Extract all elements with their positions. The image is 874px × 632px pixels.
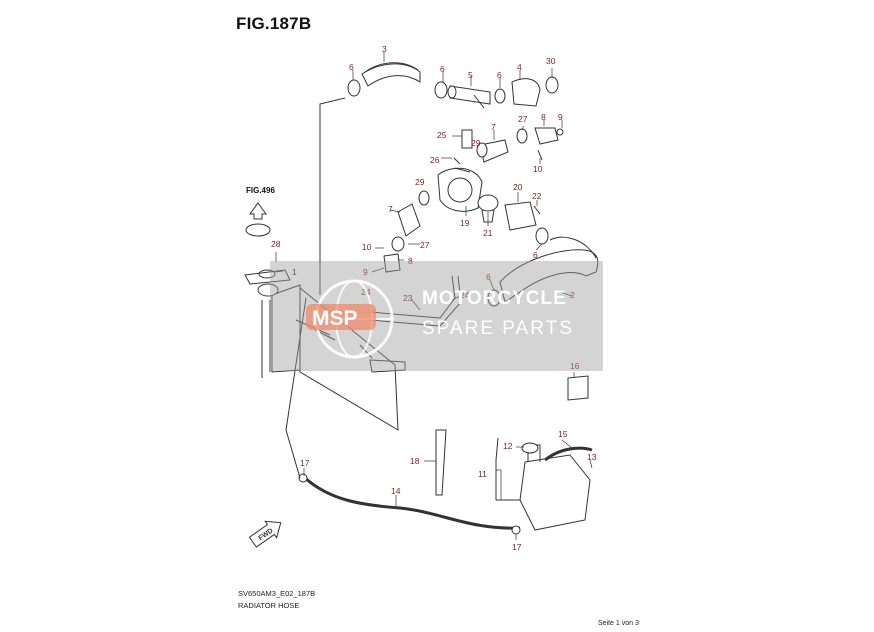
watermark-line-2: SPARE PARTS [422, 318, 574, 339]
clamp-17-left [298, 473, 308, 483]
callout-22: 22 [532, 191, 542, 201]
clamp-29-lower [418, 190, 430, 206]
fitting-8-lower [383, 253, 401, 273]
figure-title: FIG.187B [236, 14, 312, 33]
clamp-27-top [516, 128, 528, 144]
pad-16 [567, 375, 589, 401]
callout-6-4: 6 [533, 250, 538, 260]
bolt-26 [453, 157, 461, 165]
callout-29-1: 29 [471, 138, 481, 148]
callout-27-1: 27 [518, 114, 528, 124]
callout-14: 14 [391, 486, 401, 496]
callout-25: 25 [437, 130, 447, 140]
page-number: Seite 1 von 3 [598, 620, 639, 627]
bolt-22 [533, 205, 541, 215]
callout-5: 5 [468, 70, 473, 80]
callout-6-2: 6 [440, 64, 445, 74]
callout-4: 4 [517, 62, 522, 72]
callout-1: 1 [292, 267, 297, 277]
callout-28: 28 [271, 239, 281, 249]
callout-7-1: 7 [491, 122, 496, 132]
callout-21: 21 [483, 228, 493, 238]
callout-9-1: 9 [558, 112, 563, 122]
up-arrow-icon [245, 202, 271, 237]
callout-23: 23 [403, 293, 413, 303]
callout-7-2: 7 [388, 204, 393, 214]
leader-lines [275, 52, 593, 540]
fwd-arrow-icon: FWD [248, 520, 282, 548]
callout-27-2: 27 [420, 240, 430, 250]
clamp-29-upper [476, 142, 488, 158]
callout-13: 13 [587, 452, 597, 462]
callout-20: 20 [513, 182, 523, 192]
thermostat-21 [477, 194, 499, 223]
callout-11: 11 [478, 469, 487, 479]
callout-8-1: 8 [541, 112, 546, 122]
clamp-17-right [511, 525, 521, 535]
watermark-logo: MSP [306, 279, 394, 359]
callout-24-2: 24 [460, 290, 470, 300]
callout-6-5: 6 [486, 272, 491, 282]
callout-30: 30 [546, 56, 556, 66]
hose-14 [304, 476, 521, 530]
callout-17-2: 17 [512, 542, 522, 552]
callout-17-1: 17 [300, 458, 310, 468]
callout-12: 12 [503, 441, 513, 451]
cap-12 [521, 442, 539, 454]
bolt-10-top [537, 149, 543, 161]
callout-3: 3 [382, 44, 387, 54]
callout-6-3: 6 [497, 70, 502, 80]
fitting-8 [534, 127, 559, 145]
callout-8-2: 8 [408, 256, 413, 266]
sensor-25 [461, 129, 473, 149]
hose-3 [361, 62, 421, 87]
callout-19: 19 [460, 218, 470, 228]
seal-9 [556, 128, 564, 136]
clamps-6 [347, 79, 549, 307]
callout-16: 16 [570, 361, 580, 371]
routing-lines [285, 97, 520, 501]
watermark-line-1: MOTORCYCLE [422, 288, 567, 309]
clamp-27-lower [391, 236, 405, 252]
callout-15: 15 [558, 429, 568, 439]
callout-2: 2 [570, 290, 575, 300]
callout-9-2: 9 [363, 267, 368, 277]
hose-2 [499, 236, 599, 303]
callout-26: 26 [430, 155, 440, 165]
hose-23 [369, 275, 462, 327]
bracket-18 [435, 429, 447, 496]
drawing-subtitle: RADIATOR HOSE [238, 601, 300, 610]
hose-7-lower [397, 203, 421, 237]
callout-10-2: 10 [362, 242, 372, 252]
reservoir-tank-11 [519, 444, 591, 531]
clamp-30 [545, 76, 559, 94]
watermark-logo-text: MSP [312, 307, 358, 330]
hose-15 [544, 446, 593, 462]
pipe-5 [447, 85, 491, 109]
callout-6-1: 6 [349, 62, 354, 72]
callout-29-2: 29 [415, 177, 425, 187]
cover-20 [504, 201, 537, 231]
callout-10-1: 10 [533, 164, 543, 174]
drawing-code: SV650AM3_E02_187B [238, 589, 316, 598]
thermostat-housing-19 [437, 167, 483, 212]
callout-18: 18 [410, 456, 420, 466]
hose-4 [511, 78, 541, 107]
figure-reference: FIG.496 [246, 186, 275, 195]
